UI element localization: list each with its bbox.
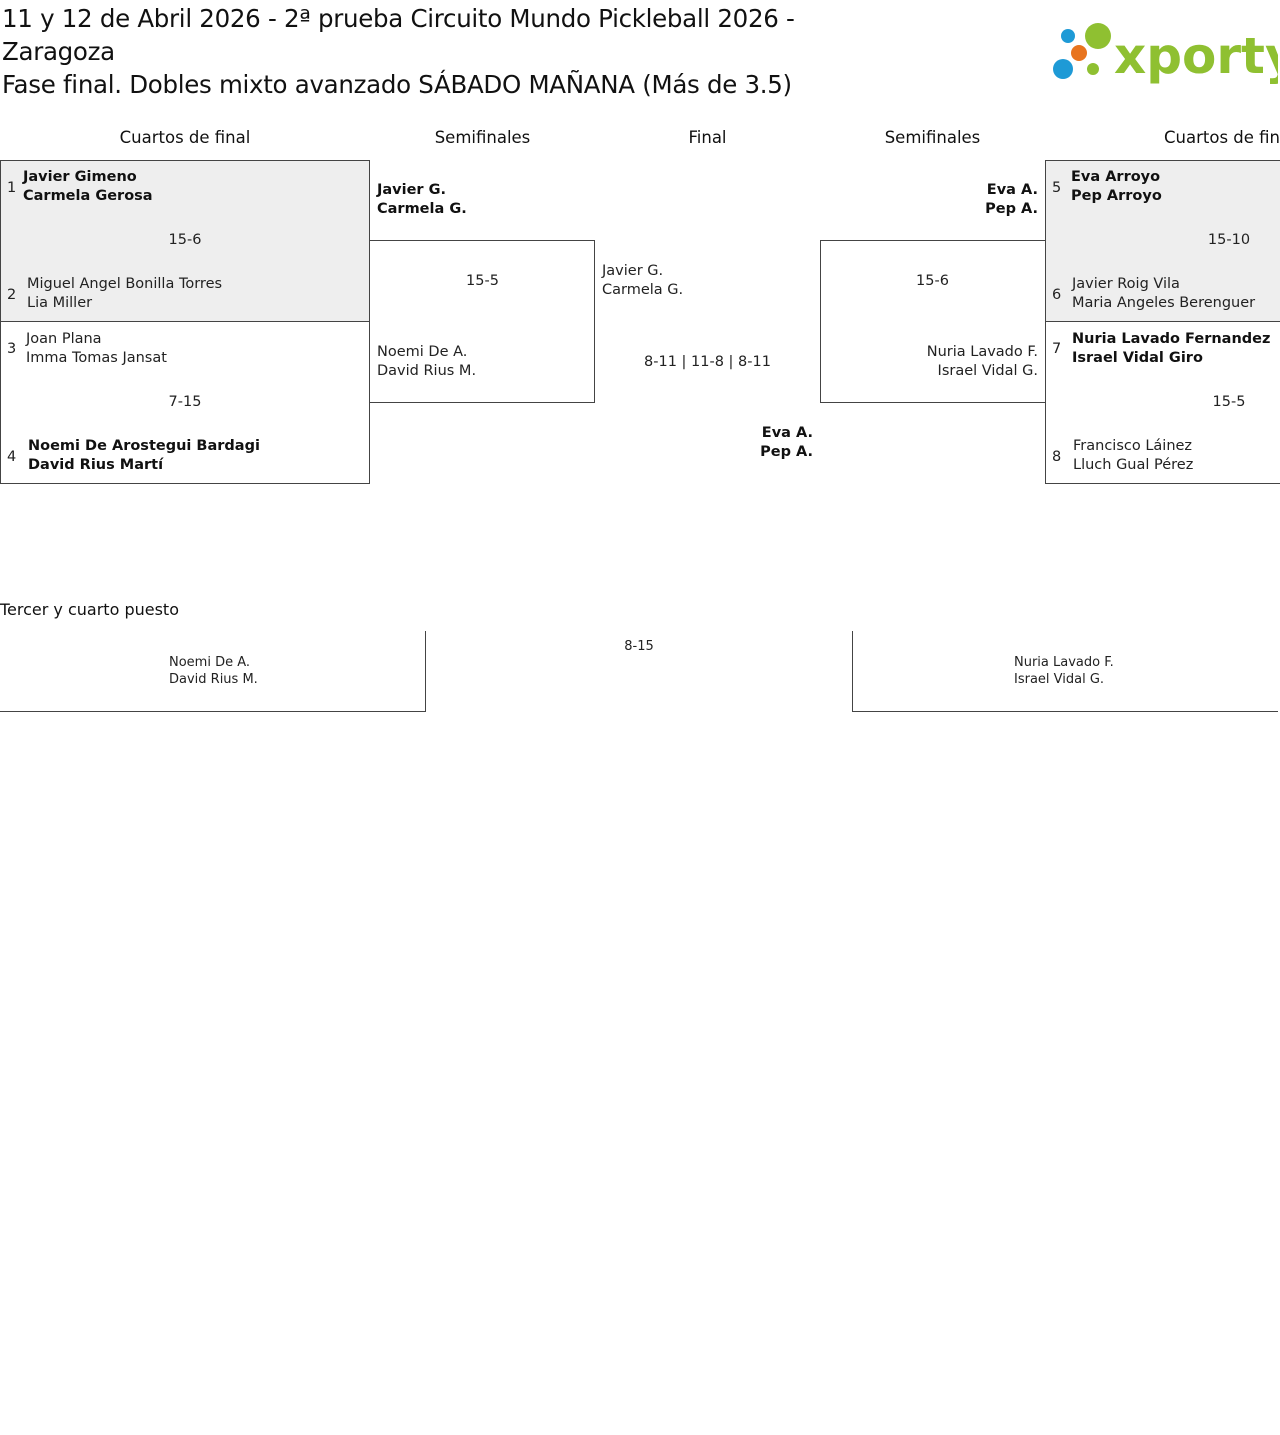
player-name: Javier Roig Vila: [1072, 276, 1180, 292]
quarterfinal-3-team-a[interactable]: Eva Arroyo Pep Arroyo: [1071, 168, 1162, 206]
player-name: Israel Vidal Giro: [1072, 350, 1203, 366]
semifinal-2-score: 15-6: [916, 273, 949, 289]
xporty-logo[interactable]: xporty: [1050, 16, 1280, 86]
phase-title: Fase final. Dobles mixto avanzado SÁBADO…: [2, 70, 792, 99]
seed-number: 5: [1052, 180, 1062, 196]
xporty-logo-text: xporty: [1114, 27, 1278, 85]
player-name: Javier Gimeno: [23, 169, 137, 185]
seed-number: 8: [1052, 449, 1062, 465]
player-name: David Rius M.: [377, 363, 477, 379]
final-team-b[interactable]: Eva A. Pep A.: [760, 424, 813, 462]
third-place-team-a[interactable]: Noemi De A. David Rius M.: [169, 654, 258, 688]
round-header-right-semis: Semifinales: [884, 128, 981, 147]
player-name: Nuria Lavado F.: [926, 344, 1038, 360]
tournament-title-line-1: 11 y 12 de Abril 2026 - 2ª prueba Circui…: [2, 4, 795, 33]
quarterfinal-2-team-a[interactable]: Joan Plana Imma Tomas Jansat: [26, 330, 167, 368]
bracket-line: [852, 711, 1278, 712]
player-name: Joan Plana: [26, 331, 102, 347]
quarterfinal-4-team-a[interactable]: Nuria Lavado Fernandez Israel Vidal Giro: [1072, 330, 1270, 368]
player-name: Carmela Gerosa: [23, 188, 153, 204]
bracket-line: [0, 711, 426, 712]
seed-number: 2: [7, 287, 17, 303]
player-name: Nuria Lavado F.: [1014, 655, 1114, 670]
seed-number: 7: [1052, 341, 1062, 357]
seed-number: 3: [7, 341, 17, 357]
player-name: Eva A.: [986, 182, 1038, 198]
quarterfinal-2-score: 7-15: [168, 394, 202, 410]
player-name: Eva Arroyo: [1071, 169, 1161, 185]
player-name: Javier G.: [377, 182, 447, 198]
player-name: David Rius Martí: [28, 457, 164, 473]
player-name: Carmela G.: [602, 282, 684, 298]
player-name: Nuria Lavado Fernandez: [1072, 331, 1271, 347]
player-name: David Rius M.: [169, 672, 258, 687]
round-header-left-quarters: Cuartos de final: [119, 128, 251, 147]
player-name: Imma Tomas Jansat: [26, 350, 167, 366]
player-name: Carmela G.: [377, 201, 467, 217]
quarterfinal-1-score: 15-6: [168, 232, 202, 248]
semifinal-1-score: 15-5: [466, 273, 499, 289]
quarterfinal-1-team-a[interactable]: Javier Gimeno Carmela Gerosa: [23, 168, 153, 206]
player-name: Miguel Angel Bonilla Torres: [27, 276, 223, 292]
seed-number: 4: [7, 449, 17, 465]
third-place-score: 8-15: [624, 639, 654, 654]
player-name: Israel Vidal G.: [1014, 672, 1105, 687]
semifinal-1-team-b[interactable]: Noemi De A. David Rius M.: [377, 343, 476, 381]
player-name: Noemi De A.: [169, 655, 251, 670]
tournament-title-line-2: Zaragoza: [2, 37, 115, 66]
xporty-logo-mark: xporty: [1053, 23, 1280, 85]
quarterfinal-match-3[interactable]: [1045, 160, 1280, 322]
quarterfinal-match-4[interactable]: [1045, 321, 1280, 484]
bracket-line: [820, 402, 1045, 403]
third-place-title: Tercer y cuarto puesto: [0, 600, 179, 619]
player-name: Lia Miller: [27, 295, 93, 311]
round-header-left-semis: Semifinales: [434, 128, 531, 147]
bracket-line: [370, 240, 595, 241]
player-name: Lluch Gual Pérez: [1073, 457, 1194, 473]
quarterfinal-3-score: 15-10: [1207, 232, 1251, 248]
bracket-line: [425, 631, 426, 712]
bracket-line: [594, 240, 595, 403]
player-name: Maria Angeles Berenguer: [1072, 295, 1256, 311]
round-header-right-quarters: Cuartos de final: [1164, 128, 1280, 147]
bracket-line: [820, 240, 821, 403]
player-name: Noemi De Arostegui Bardagi: [28, 438, 260, 454]
quarterfinal-4-team-b[interactable]: Francisco Láinez Lluch Gual Pérez: [1073, 437, 1193, 475]
quarterfinal-4-score: 15-5: [1212, 394, 1246, 410]
semifinal-1-team-a[interactable]: Javier G. Carmela G.: [377, 181, 467, 219]
player-name: Francisco Láinez: [1073, 438, 1193, 454]
player-name: Pep A.: [760, 444, 813, 460]
player-name: Noemi De A.: [377, 344, 468, 360]
final-team-a[interactable]: Javier G. Carmela G.: [602, 262, 683, 300]
semifinal-2-team-b[interactable]: Nuria Lavado F. Israel Vidal G.: [927, 343, 1038, 381]
seed-number: 6: [1052, 287, 1062, 303]
third-place-team-b[interactable]: Nuria Lavado F. Israel Vidal G.: [1014, 654, 1114, 688]
quarterfinal-1-team-b[interactable]: Miguel Angel Bonilla Torres Lia Miller: [27, 275, 222, 313]
player-name: Eva A.: [761, 425, 813, 441]
player-name: Israel Vidal G.: [937, 363, 1038, 379]
seed-number: 1: [7, 180, 17, 196]
bracket-line: [370, 402, 595, 403]
round-header-final: Final: [688, 128, 727, 147]
player-name: Javier G.: [602, 263, 664, 279]
bracket-line: [852, 631, 853, 712]
final-score: 8-11 | 11-8 | 8-11: [644, 354, 771, 370]
bracket-line: [820, 240, 1045, 241]
quarterfinal-3-team-b[interactable]: Javier Roig Vila Maria Angeles Berenguer: [1072, 275, 1255, 313]
player-name: Pep Arroyo: [1071, 188, 1162, 204]
semifinal-2-team-a[interactable]: Eva A. Pep A.: [985, 181, 1038, 219]
quarterfinal-2-team-b[interactable]: Noemi De Arostegui Bardagi David Rius Ma…: [28, 437, 260, 475]
player-name: Pep A.: [985, 201, 1038, 217]
quarterfinal-match-1[interactable]: [0, 160, 370, 322]
quarterfinal-match-2[interactable]: [0, 321, 370, 484]
